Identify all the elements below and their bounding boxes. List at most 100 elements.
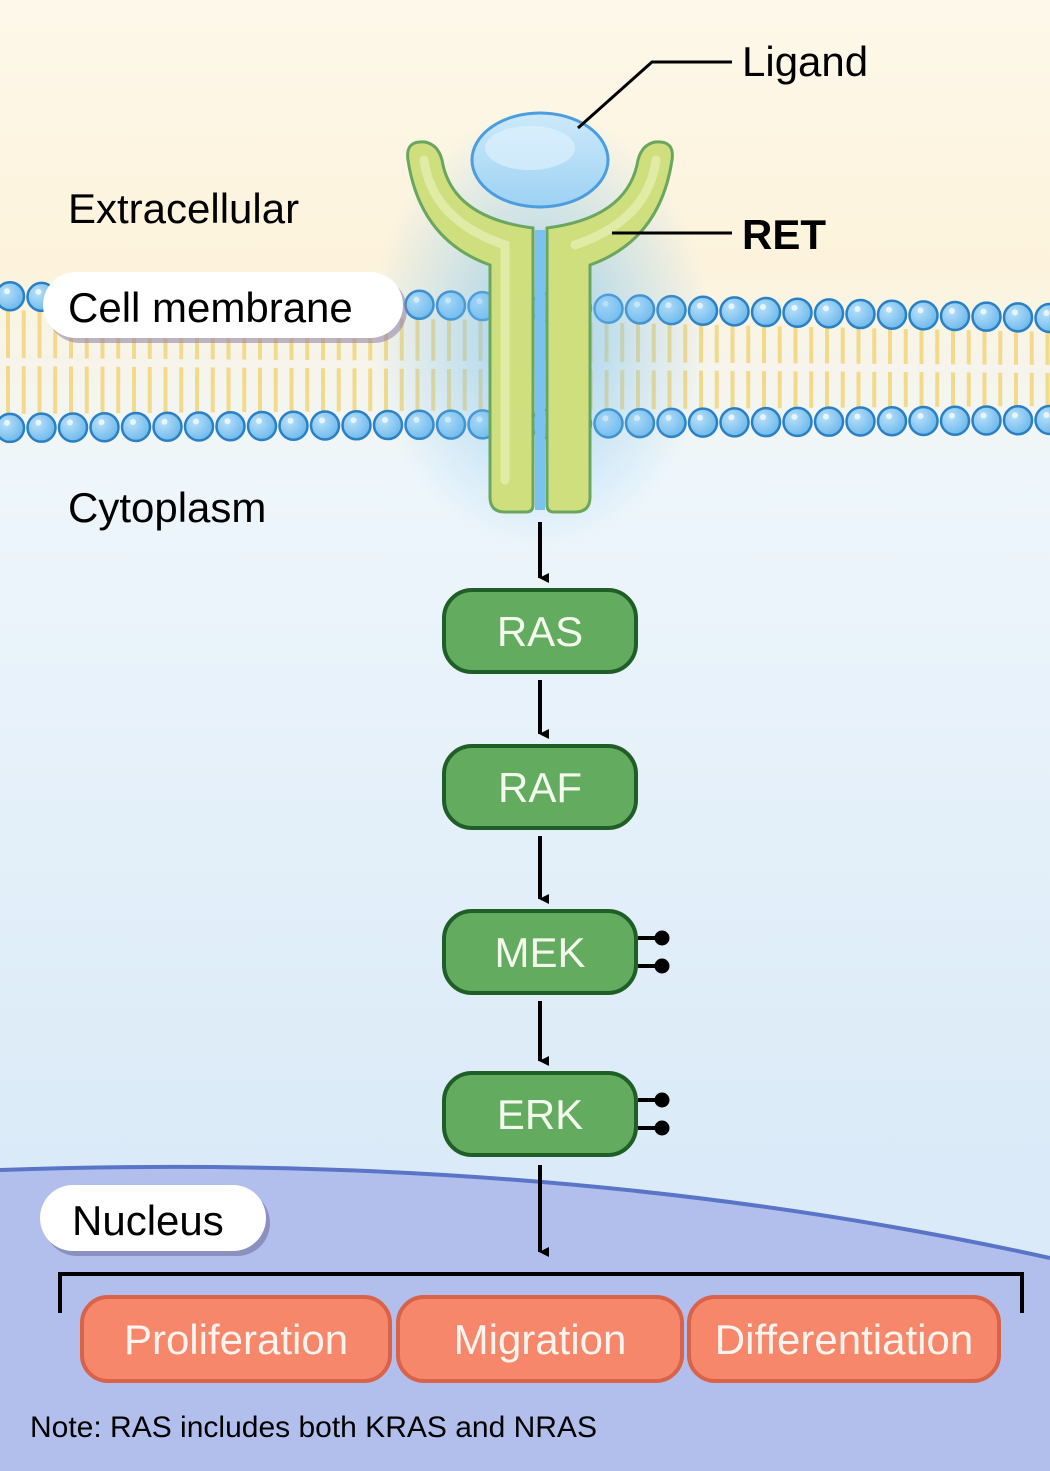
lipid-head — [215, 410, 246, 442]
phosphate-icon — [654, 1120, 670, 1136]
kinase-label: ERK — [497, 1091, 583, 1138]
nucleus-envelope — [0, 1164, 1050, 1260]
lipid-head-shine — [130, 418, 136, 425]
outcome-label: Migration — [454, 1316, 627, 1363]
lipid-head-shine — [256, 418, 262, 425]
phosphate-icon — [654, 930, 670, 946]
lipid-head-shine — [4, 419, 10, 426]
lipid-head-shine — [350, 417, 357, 424]
lipid-head — [0, 280, 26, 312]
outcome-differentiation: Differentiation — [687, 1295, 1001, 1383]
lipid-head — [341, 410, 372, 441]
cell-membrane-tag: Cell membrane — [43, 272, 407, 343]
lipid-head — [719, 296, 750, 327]
lipid-head — [750, 296, 782, 328]
lipid-head-shine — [760, 304, 766, 311]
lipid-head-shine — [1012, 412, 1018, 419]
extracellular-label: Extracellular — [68, 185, 299, 232]
lipid-head — [939, 405, 971, 436]
lipid-head-shine — [4, 288, 10, 295]
lipid-head — [845, 298, 876, 330]
lipid-head — [183, 411, 215, 442]
lipid-head-shine — [980, 412, 987, 419]
lipid-head — [813, 298, 845, 329]
lipid-head-shine — [35, 419, 42, 426]
lipid-head-shine — [980, 308, 987, 315]
lipid-head — [939, 300, 971, 332]
lipid-head — [971, 301, 1002, 332]
kinase-label: RAS — [497, 608, 583, 655]
lipid-head-shine — [949, 412, 955, 419]
lipid-head — [813, 406, 845, 437]
lipid-head-shine — [193, 418, 199, 425]
lipid-head — [120, 411, 152, 443]
lipid-head — [57, 412, 89, 443]
lipid-head-shine — [35, 288, 42, 295]
ret-receptor — [406, 140, 674, 514]
lipid-head-shine — [1043, 309, 1050, 316]
kinase-label: RAF — [498, 764, 582, 811]
lipid-head-shine — [161, 418, 168, 425]
lipid-head-shine — [287, 417, 294, 424]
kinase-ras: RAS — [442, 588, 638, 674]
kinase-box — [442, 909, 638, 995]
ret-label: RET — [742, 211, 826, 258]
cytoplasm-label: Cytoplasm — [68, 484, 266, 531]
lipid-head-shine — [886, 306, 892, 313]
kinase-label: MEK — [494, 929, 585, 976]
kinase-box — [442, 744, 638, 830]
lipid-head-shine — [697, 414, 703, 421]
lipid-head-shine — [98, 419, 105, 426]
lipid-head-shine — [224, 418, 231, 425]
kinase-mek: MEK — [442, 909, 670, 995]
outcome-box — [687, 1295, 1001, 1383]
lipid-head-shine — [1012, 309, 1018, 316]
lipid-head-shine — [319, 417, 325, 424]
footnote: Note: RAS includes both KRAS and NRAS — [30, 1411, 597, 1444]
outcome-migration: Migration — [396, 1295, 684, 1383]
kinase-raf: RAF — [442, 744, 638, 830]
lipid-head-shine — [1043, 412, 1050, 419]
lipid-head — [1002, 404, 1034, 436]
lipid-head — [278, 410, 309, 442]
lipid-head-shine — [917, 307, 924, 314]
lipid-head — [1002, 302, 1034, 333]
outcome-proliferation: Proliferation — [80, 1295, 392, 1383]
outcome-bracket — [58, 1272, 1024, 1313]
lipid-head — [719, 407, 750, 438]
phosphate-icon — [654, 958, 670, 974]
lipid-head — [750, 406, 782, 438]
lipid-head-shine — [854, 306, 861, 313]
outcome-box — [396, 1295, 684, 1383]
lipid-head-shine — [791, 413, 798, 420]
lipid-head — [908, 405, 939, 437]
lipid-head-shine — [760, 414, 766, 421]
cellular-outcomes: Proliferation Migration Differentiation — [80, 1295, 1001, 1383]
lipid-head — [782, 406, 813, 438]
lipid-head — [782, 297, 813, 328]
lipid-head — [876, 405, 908, 437]
lipid-head — [26, 412, 57, 443]
lipid-head — [309, 410, 341, 441]
lipid-head — [971, 405, 1002, 436]
lipid-head-shine — [67, 419, 73, 426]
kinase-box — [442, 588, 638, 674]
lipid-head-shine — [886, 413, 892, 420]
outcome-label: Differentiation — [715, 1316, 973, 1363]
lipid-head-shine — [823, 305, 829, 312]
lipid-head-shine — [728, 303, 735, 310]
cell-membrane-label: Cell membrane — [68, 284, 353, 331]
ligand-callout-line — [577, 60, 732, 130]
lipid-head-shine — [854, 413, 861, 420]
lipid-head-shine — [823, 413, 829, 420]
lipid-head — [246, 410, 278, 442]
lipid-head-shine — [728, 414, 735, 421]
nucleus-tag: Nucleus — [40, 1185, 270, 1256]
outcome-label: Proliferation — [124, 1316, 348, 1363]
outcome-box — [80, 1295, 392, 1383]
lipid-head — [845, 406, 876, 437]
ligand-highlight — [485, 126, 575, 170]
lipid-head-shine — [917, 412, 924, 419]
kinase-erk: ERK — [442, 1071, 670, 1157]
